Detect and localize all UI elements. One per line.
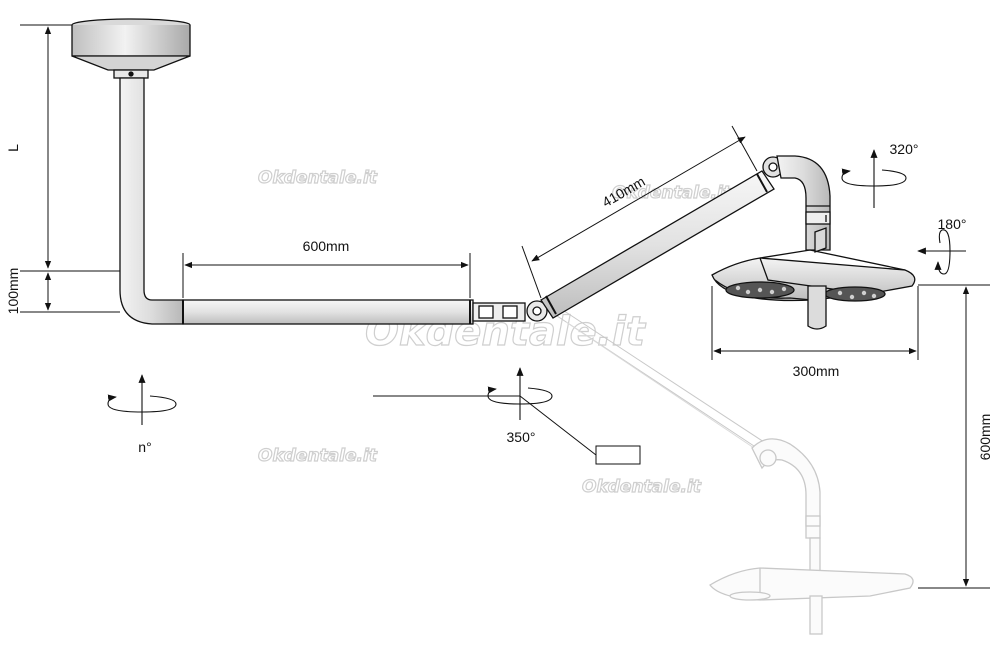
ceiling-rotation-label: n° [138, 439, 151, 455]
joint-rotation-label: 350° [507, 429, 536, 445]
lamp-head [711, 249, 916, 330]
rotation-symbols [107, 149, 966, 425]
horizontal-arm [182, 299, 548, 325]
ceiling-mount [71, 18, 191, 79]
yoke [776, 155, 831, 253]
yoke-rotation-label: 320° [890, 141, 919, 157]
vertical-pole [119, 77, 184, 325]
lamp-width-label: 300mm [793, 363, 840, 379]
dimension-lines [20, 24, 990, 589]
watermark-text: Okdentale.it [258, 168, 378, 188]
watermark-group: Okdentale.it Okdentale.it Okdentale.it O… [257, 167, 732, 497]
elbow-drop-label: 100mm [5, 268, 21, 315]
ghost-lamp-position [544, 302, 914, 635]
length-label-l: L [5, 144, 21, 152]
horizontal-arm-label: 600mm [303, 238, 350, 254]
watermark-text: Okdentale.it [582, 477, 702, 497]
watermark-text: Okdentale.it [258, 446, 378, 466]
lamp-rotation-label: 180° [938, 216, 967, 232]
callout-box [595, 445, 641, 465]
vertical-travel-label: 600mm [977, 414, 993, 461]
